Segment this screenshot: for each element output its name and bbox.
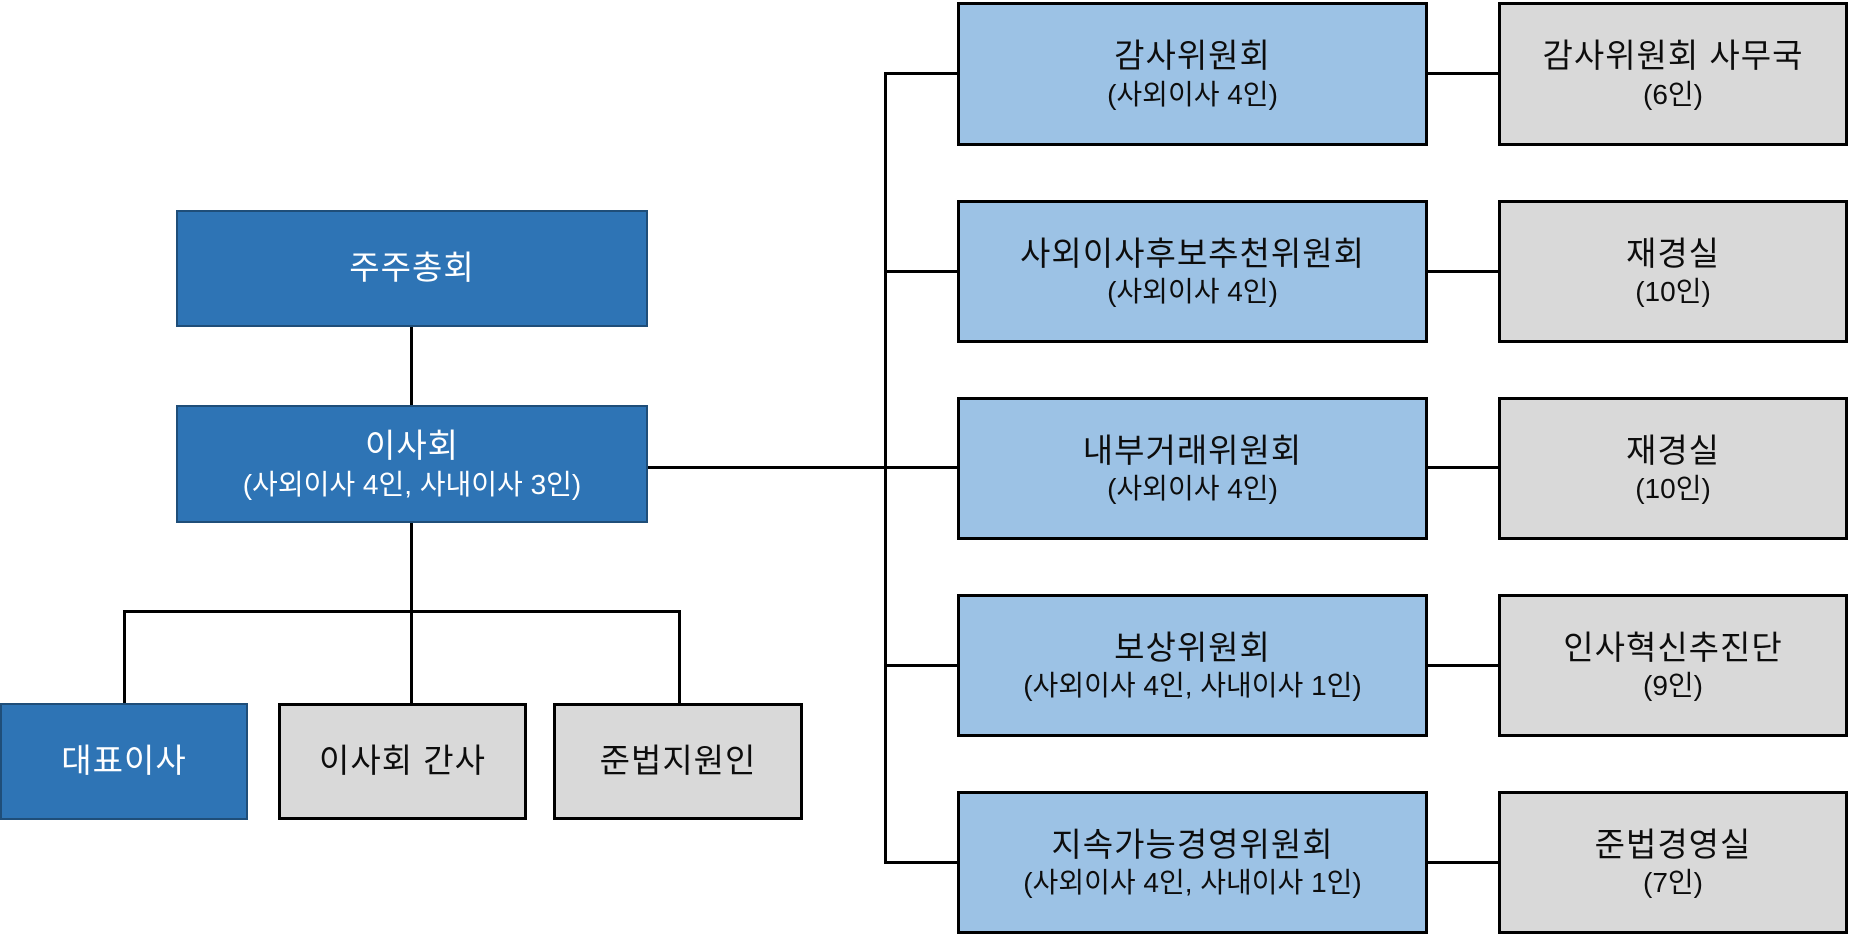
node-title: 재경실 bbox=[1625, 234, 1721, 272]
node-title: 감사위원회 사무국 bbox=[1542, 37, 1804, 75]
connector-audit-support bbox=[1428, 72, 1498, 75]
node-title: 주주총회 bbox=[349, 249, 475, 287]
node-subtitle: (7인) bbox=[1643, 867, 1703, 899]
node-sustainability-committee: 지속가능경영위원회 (사외이사 4인, 사내이사 1인) bbox=[957, 791, 1428, 934]
connector-compensation-support bbox=[1428, 664, 1498, 667]
node-shareholders-meeting: 주주총회 bbox=[176, 210, 648, 327]
connector-drop-compliance-officer bbox=[678, 610, 681, 703]
node-title: 준법경영실 bbox=[1594, 825, 1752, 863]
node-internal-transaction-committee: 내부거래위원회 (사외이사 4인) bbox=[957, 397, 1428, 540]
node-subtitle: (사외이사 4인, 사내이사 1인) bbox=[1023, 670, 1362, 702]
connector-shareholders-board bbox=[410, 327, 413, 405]
node-audit-committee-office: 감사위원회 사무국 (6인) bbox=[1498, 2, 1848, 146]
node-title: 지속가능경영위원회 bbox=[1051, 825, 1334, 863]
node-title: 이사회 bbox=[364, 427, 460, 465]
node-ceo: 대표이사 bbox=[0, 703, 248, 820]
node-finance-office-1: 재경실 (10인) bbox=[1498, 200, 1848, 343]
connector-drop-board-secretary bbox=[410, 610, 413, 703]
node-subtitle: (6인) bbox=[1643, 78, 1703, 110]
node-outside-director-nomination-committee: 사외이사후보추천위원회 (사외이사 4인) bbox=[957, 200, 1428, 343]
node-subtitle: (사외이사 4인) bbox=[1107, 276, 1278, 308]
node-title: 감사위원회 bbox=[1114, 37, 1271, 75]
node-subtitle: (10인) bbox=[1635, 276, 1711, 308]
connector-drop-ceo bbox=[123, 610, 126, 703]
node-subtitle: (9인) bbox=[1643, 670, 1703, 702]
connector-stub-sustainability-committee bbox=[884, 861, 957, 864]
connector-bottom-branch bbox=[123, 610, 681, 613]
node-board-of-directors: 이사회 (사외이사 4인, 사내이사 3인) bbox=[176, 405, 648, 523]
node-compliance-officer: 준법지원인 bbox=[553, 703, 803, 820]
node-subtitle: (사외이사 4인) bbox=[1107, 78, 1278, 110]
node-subtitle: (10인) bbox=[1635, 473, 1711, 505]
connector-board-down bbox=[410, 523, 413, 612]
node-title: 재경실 bbox=[1625, 431, 1721, 469]
node-audit-committee: 감사위원회 (사외이사 4인) bbox=[957, 2, 1428, 146]
node-title: 대표이사 bbox=[61, 742, 187, 780]
node-finance-office-2: 재경실 (10인) bbox=[1498, 397, 1848, 540]
connector-sustainability-support bbox=[1428, 861, 1498, 864]
connector-stub-nomination-committee bbox=[884, 270, 957, 273]
node-title: 내부거래위원회 bbox=[1082, 431, 1303, 469]
connector-stub-compensation-committee bbox=[884, 664, 957, 667]
connector-internal-support bbox=[1428, 466, 1498, 469]
node-subtitle: (사외이사 4인, 사내이사 3인) bbox=[242, 468, 582, 500]
node-compliance-management-office: 준법경영실 (7인) bbox=[1498, 791, 1848, 934]
node-subtitle: (사외이사 4인, 사내이사 1인) bbox=[1023, 867, 1362, 899]
connector-nomination-support bbox=[1428, 270, 1498, 273]
node-compensation-committee: 보상위원회 (사외이사 4인, 사내이사 1인) bbox=[957, 594, 1428, 737]
node-title: 사외이사후보추천위원회 bbox=[1020, 234, 1365, 272]
node-subtitle: (사외이사 4인) bbox=[1107, 473, 1278, 505]
node-hr-innovation-taskforce: 인사혁신추진단 (9인) bbox=[1498, 594, 1848, 737]
connector-stub-audit-committee bbox=[884, 72, 957, 75]
connector-board-spine bbox=[648, 466, 957, 469]
connector-committee-spine bbox=[884, 72, 887, 864]
node-title: 이사회 간사 bbox=[319, 742, 486, 780]
node-board-secretary: 이사회 간사 bbox=[278, 703, 527, 820]
node-title: 보상위원회 bbox=[1114, 628, 1271, 666]
node-title: 준법지원인 bbox=[599, 742, 757, 780]
node-title: 인사혁신추진단 bbox=[1563, 628, 1783, 666]
